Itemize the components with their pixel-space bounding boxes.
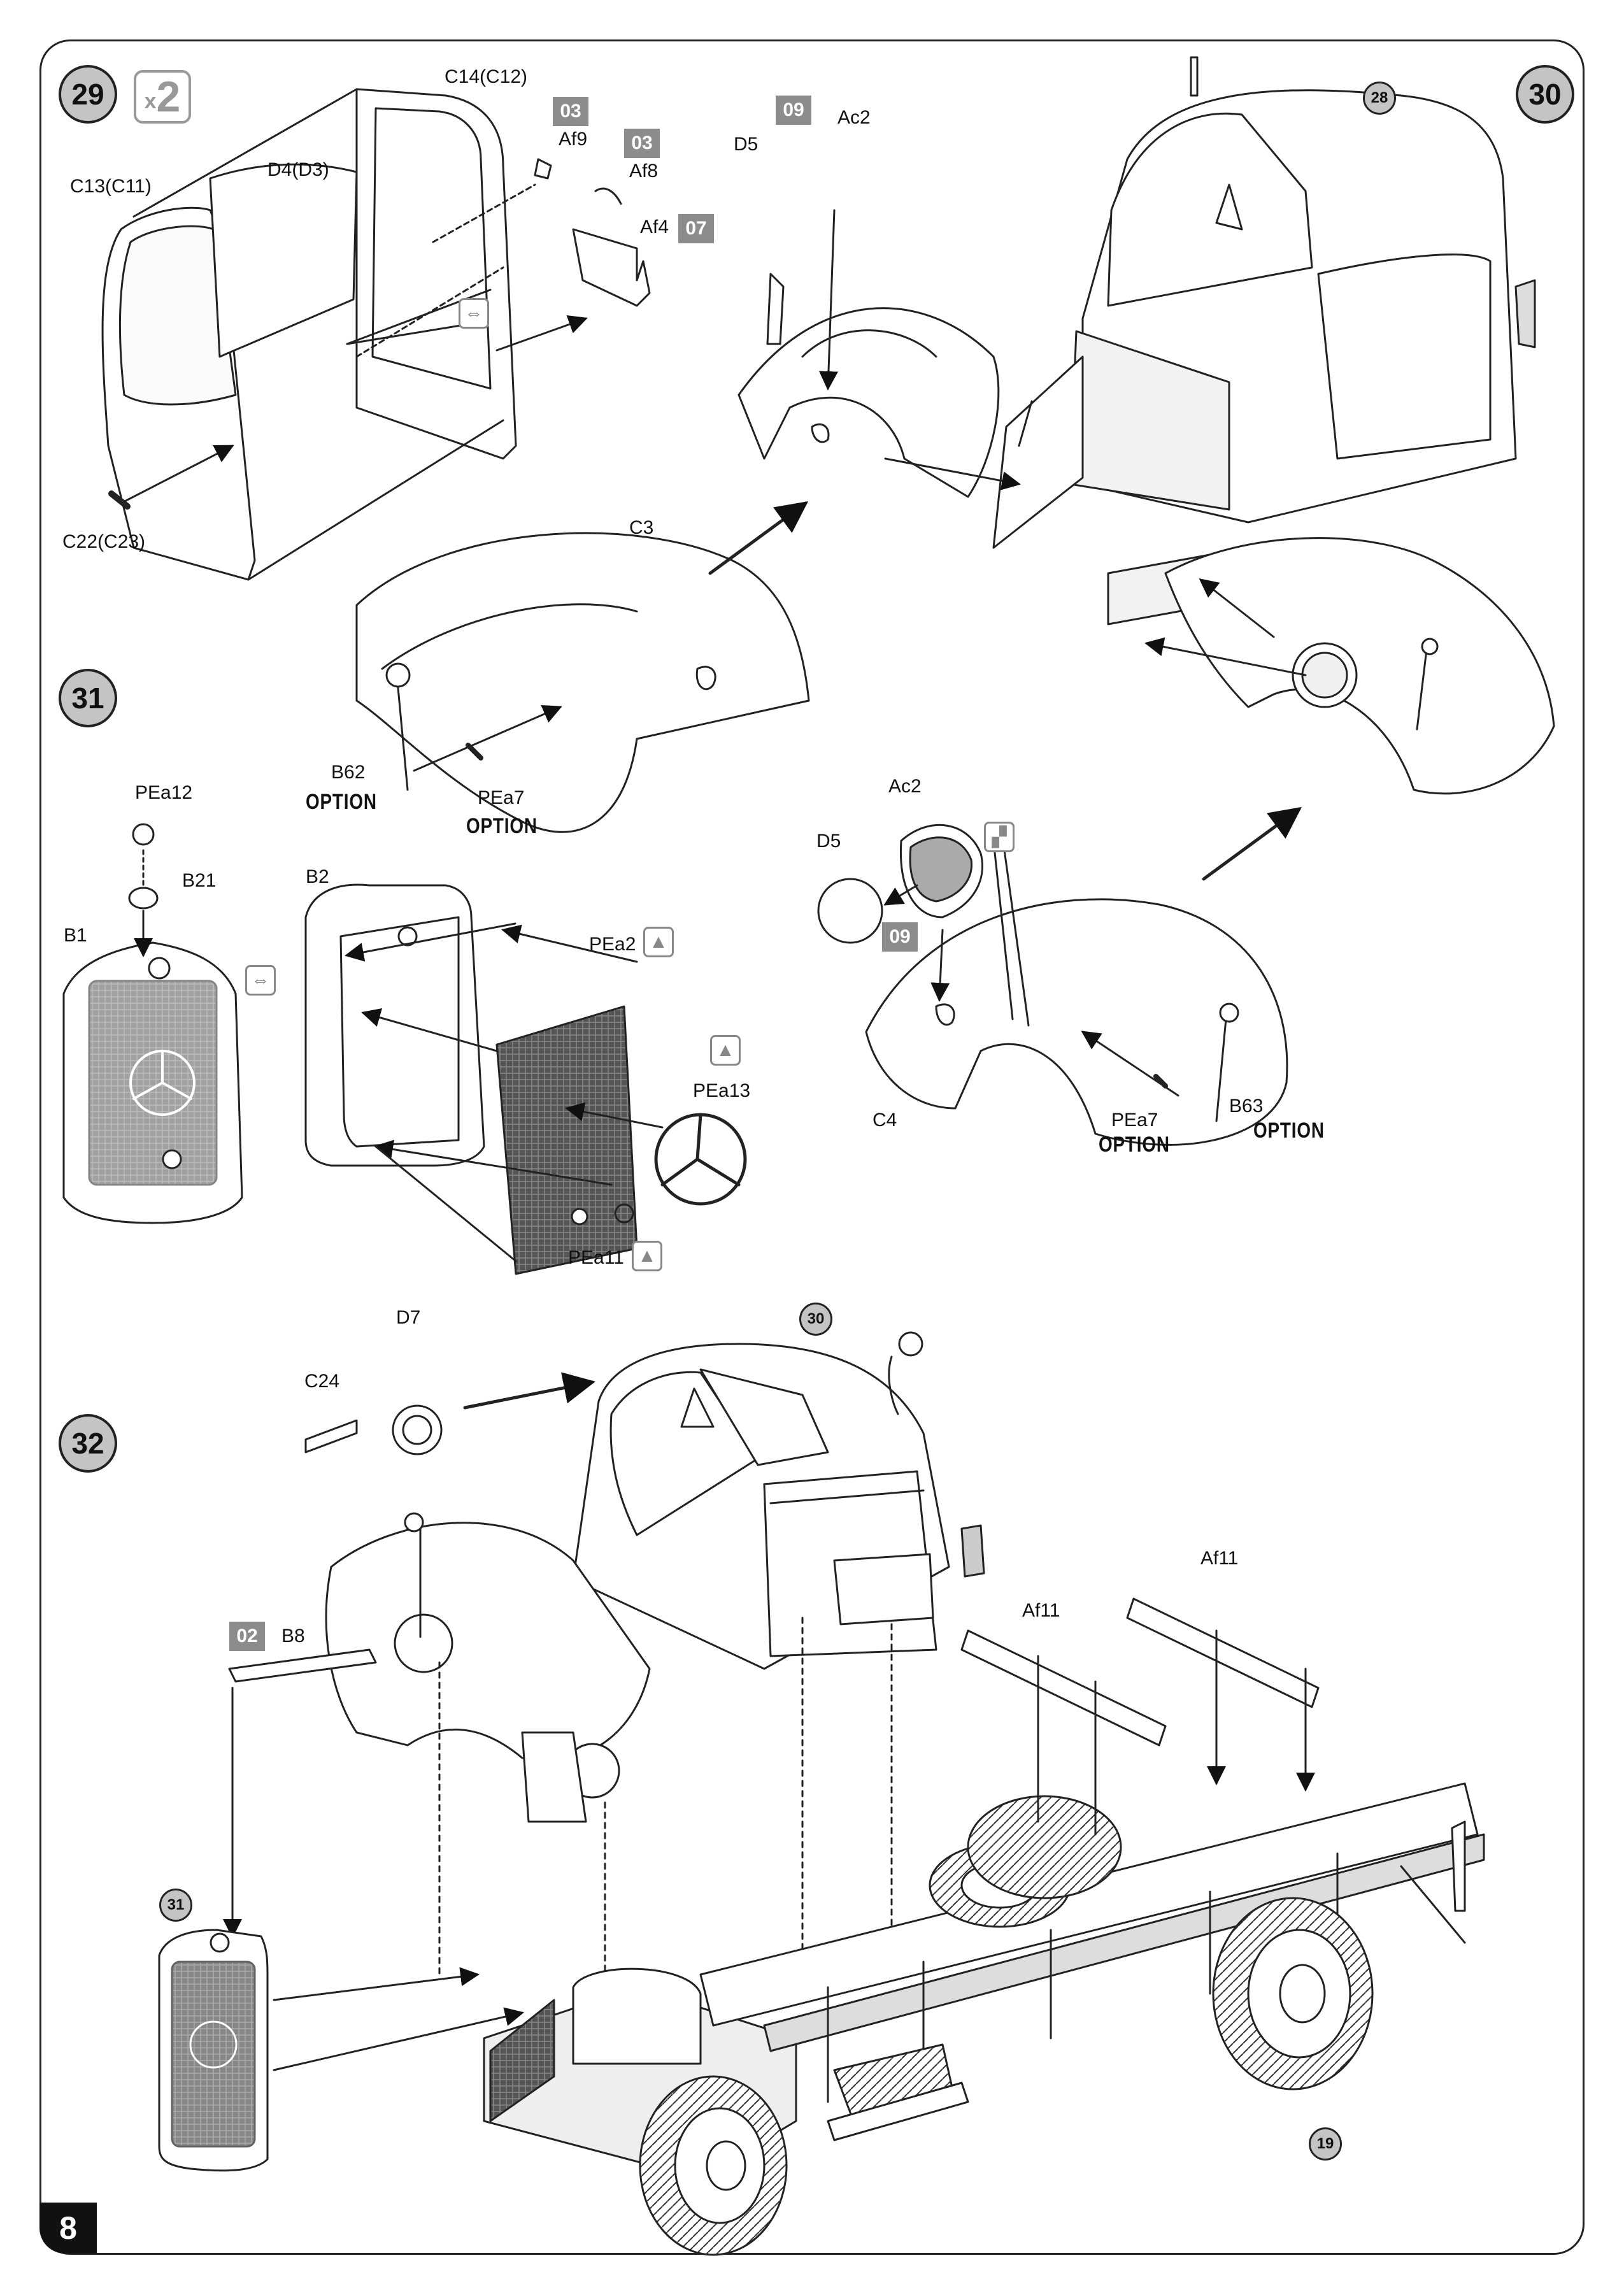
sprue-tag-09: 09 — [776, 96, 811, 125]
part-label: PEa12 — [135, 782, 193, 803]
part-label: Af11 — [1022, 1600, 1060, 1621]
part-label: C4 — [873, 1110, 897, 1131]
part-label: Af4 — [640, 217, 669, 238]
part-label: B2 — [306, 866, 329, 887]
part-label: Af9 — [559, 129, 588, 150]
ref-30-badge: 30 — [799, 1303, 832, 1336]
part-label: D5 — [816, 831, 841, 852]
photo-etch-icon: ▲ — [643, 927, 674, 957]
step-30-badge: 30 — [1516, 65, 1574, 124]
door-assembly — [101, 88, 651, 581]
part-label: B63 — [1229, 1096, 1264, 1117]
part-label: PEa11 — [568, 1247, 624, 1268]
part-label: PEa7 — [1111, 1110, 1158, 1131]
photo-etch-icon: ▞ — [984, 822, 1015, 852]
part-label: B8 — [281, 1625, 305, 1647]
fender-c3 — [355, 532, 810, 833]
part-label: PEa7 — [478, 787, 525, 808]
symmetric-icon: ⇔ — [245, 965, 276, 996]
part-label: Af8 — [629, 161, 659, 182]
option-label: OPTION — [306, 790, 377, 814]
sprue-tag-09: 09 — [882, 922, 918, 952]
part-label: Ac2 — [837, 107, 871, 128]
part-label: B62 — [331, 762, 366, 783]
part-label: C14(C12) — [445, 66, 528, 87]
part-label: D4(D3) — [267, 159, 329, 180]
step-31-badge: 31 — [59, 669, 117, 727]
page-frame — [39, 39, 1585, 2255]
ref-31-badge: 31 — [159, 1889, 192, 1922]
truck-final-assembly — [158, 1331, 1485, 2256]
part-label: C22(C23) — [62, 531, 146, 552]
sprue-tag-02: 02 — [229, 1622, 265, 1651]
cab-step-30 — [737, 56, 1555, 795]
symmetric-icon: ⇔ — [459, 298, 489, 329]
part-label: B1 — [64, 925, 87, 946]
part-label: PEa2 — [589, 934, 636, 955]
fender-c4 — [817, 824, 1288, 1146]
step-32-badge: 32 — [59, 1414, 117, 1473]
option-label: OPTION — [1253, 1118, 1325, 1143]
photo-etch-icon: ▲ — [632, 1241, 662, 1271]
part-label: PEa13 — [693, 1080, 751, 1101]
ref-28-badge: 28 — [1363, 82, 1396, 115]
ref-19-badge: 19 — [1309, 2127, 1342, 2161]
photo-etch-icon: ▲ — [710, 1035, 741, 1066]
part-label: C3 — [629, 517, 654, 538]
grille-assembly — [62, 823, 747, 1275]
part-label: D7 — [396, 1307, 421, 1328]
sprue-tag-07: 07 — [678, 214, 714, 243]
sprue-tag-03: 03 — [624, 129, 660, 158]
sprue-tag-03: 03 — [553, 97, 588, 126]
option-label: OPTION — [466, 814, 538, 838]
part-label: C24 — [304, 1371, 340, 1392]
part-label: C13(C11) — [70, 176, 152, 197]
part-label: D5 — [734, 134, 759, 155]
part-label: Ac2 — [888, 776, 922, 797]
page-number: 8 — [39, 2203, 97, 2254]
option-label: OPTION — [1099, 1132, 1170, 1157]
step-29-badge: 29 — [59, 65, 117, 124]
part-label: Af11 — [1200, 1548, 1239, 1569]
part-label: B21 — [182, 870, 217, 891]
